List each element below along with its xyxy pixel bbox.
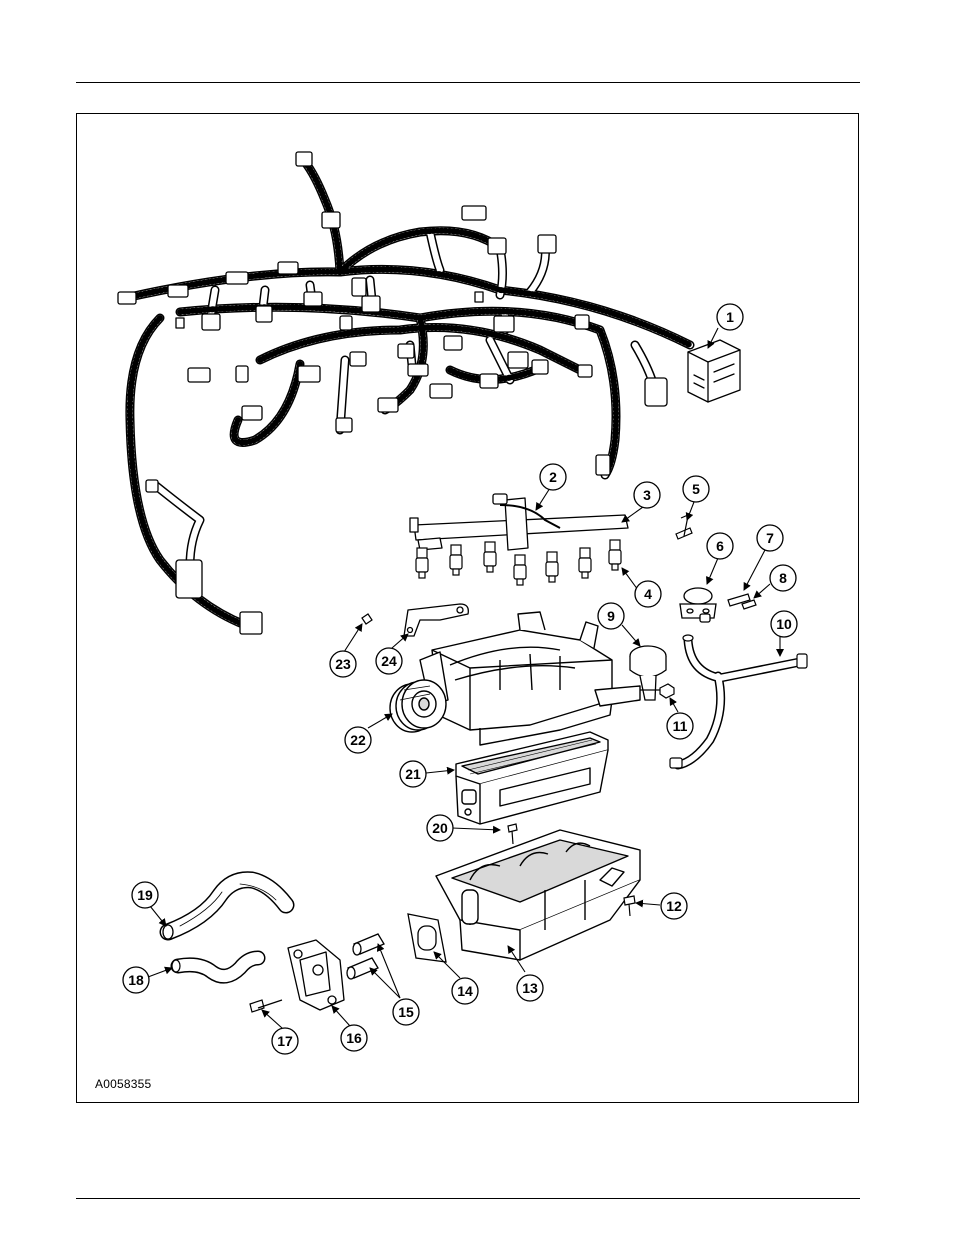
bracket-24 (404, 604, 468, 636)
hose-18 (172, 958, 258, 976)
svg-text:24: 24 (381, 653, 397, 669)
svg-text:22: 22 (350, 732, 366, 748)
svg-text:4: 4 (644, 586, 652, 602)
callout-11: 11 (667, 713, 693, 739)
fuel-rail (410, 494, 628, 550)
callout-19: 19 (132, 882, 158, 908)
callout-20: 20 (427, 815, 453, 841)
svg-text:11: 11 (673, 718, 688, 734)
svg-text:20: 20 (432, 820, 448, 836)
svg-text:5: 5 (692, 481, 700, 497)
callout-18: 18 (123, 967, 149, 993)
callout-10: 10 (771, 611, 797, 637)
callout-5: 5 (683, 476, 709, 502)
gasket (408, 914, 446, 962)
callout-16: 16 (341, 1025, 367, 1051)
svg-text:14: 14 (457, 983, 473, 999)
callout-3: 3 (634, 482, 660, 508)
svg-text:23: 23 (335, 656, 351, 672)
bolt-17 (250, 1000, 282, 1012)
svg-text:9: 9 (607, 608, 615, 624)
svg-text:2: 2 (549, 469, 557, 485)
intake-manifold (436, 830, 640, 960)
tubes (347, 934, 384, 979)
callout-7: 7 (757, 525, 783, 551)
callout-1: 1 (717, 304, 743, 330)
thermostat-housing (288, 940, 344, 1010)
egr-valve (680, 588, 716, 622)
callout-22: 22 (345, 727, 371, 753)
callout-13: 13 (517, 975, 543, 1001)
svg-text:7: 7 (766, 530, 774, 546)
bolt-20 (508, 824, 517, 844)
wiring-harness (118, 152, 740, 634)
svg-text:21: 21 (405, 766, 421, 782)
svg-text:15: 15 (398, 1004, 414, 1020)
svg-text:1: 1 (726, 309, 734, 325)
callout-9: 9 (598, 603, 624, 629)
callout-8: 8 (770, 565, 796, 591)
svg-text:19: 19 (137, 887, 153, 903)
svg-text:8: 8 (779, 570, 787, 586)
bolt-12 (624, 896, 635, 916)
callout-17: 17 (272, 1028, 298, 1054)
pin-23 (362, 614, 372, 624)
callout-24: 24 (376, 648, 402, 674)
svg-text:16: 16 (346, 1030, 362, 1046)
callout-23: 23 (330, 651, 356, 677)
svg-text:10: 10 (776, 616, 792, 632)
hose-19 (163, 880, 286, 939)
figure-id: A0058355 (95, 1077, 151, 1091)
supercharger (390, 612, 640, 745)
callout-15: 15 (393, 999, 419, 1025)
svg-text:13: 13 (522, 980, 538, 996)
bolt-5 (676, 515, 692, 539)
footer-rule (76, 1198, 860, 1199)
svg-text:6: 6 (716, 538, 724, 554)
callout-2: 2 (540, 464, 566, 490)
svg-text:3: 3 (643, 487, 651, 503)
svg-text:18: 18 (128, 972, 144, 988)
svg-text:17: 17 (277, 1033, 293, 1049)
callout-14: 14 (452, 978, 478, 1004)
callout-6: 6 (707, 533, 733, 559)
charge-air-cooler (456, 732, 608, 824)
nut-11 (660, 684, 674, 698)
callout-12: 12 (661, 893, 687, 919)
vent-tube (670, 635, 807, 768)
svg-text:12: 12 (666, 898, 682, 914)
callout-4: 4 (635, 581, 661, 607)
callout-21: 21 (400, 761, 426, 787)
